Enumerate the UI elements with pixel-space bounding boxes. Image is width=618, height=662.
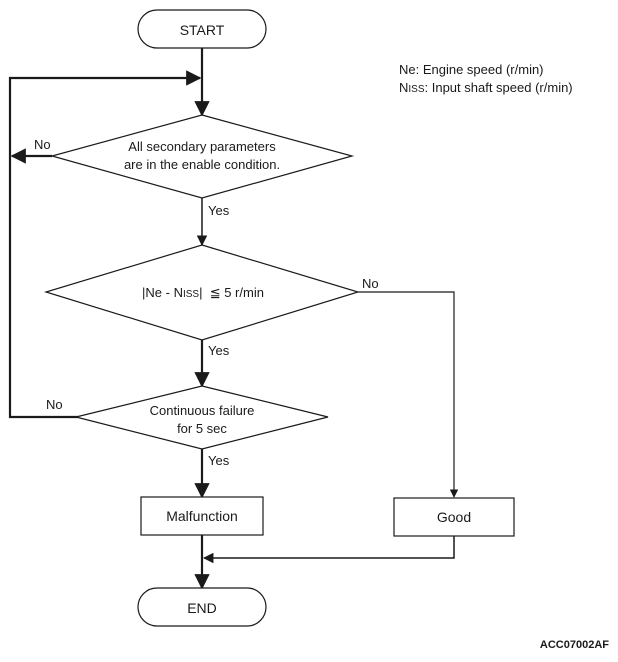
connector-speed-no — [358, 291, 459, 498]
params-yes-label: Yes — [208, 203, 230, 218]
end-label: END — [187, 600, 217, 616]
speed-no-label: No — [362, 276, 379, 291]
good-box — [393, 497, 515, 537]
failure-yes-label: Yes — [208, 453, 230, 468]
malfunction-box — [140, 496, 264, 536]
legend-ne: Ne: Engine speed (r/min) — [399, 62, 544, 77]
start-label: START — [180, 22, 225, 38]
params-text-line2: are in the enable condition. — [124, 157, 280, 172]
malfunction-label: Malfunction — [166, 508, 238, 524]
connector-good-to-end — [202, 536, 455, 564]
figure-code: ACC07002AF — [540, 639, 609, 651]
failure-no-label: No — [46, 397, 63, 412]
legend-niss: NISS: Input shaft speed (r/min) — [399, 80, 573, 95]
speed-compare-text: |Ne - NISS| ≦ 5 r/min — [142, 285, 264, 300]
connector-failure-no-loop — [8, 70, 202, 419]
params-text-line1: All secondary parameters — [128, 139, 276, 154]
params-no-label: No — [34, 137, 51, 152]
end-terminal — [137, 587, 267, 627]
failure-text-line1: Continuous failure — [150, 403, 255, 418]
speed-yes-label: Yes — [208, 343, 230, 358]
good-label: Good — [437, 509, 471, 525]
failure-text-line2: for 5 sec — [177, 421, 227, 436]
